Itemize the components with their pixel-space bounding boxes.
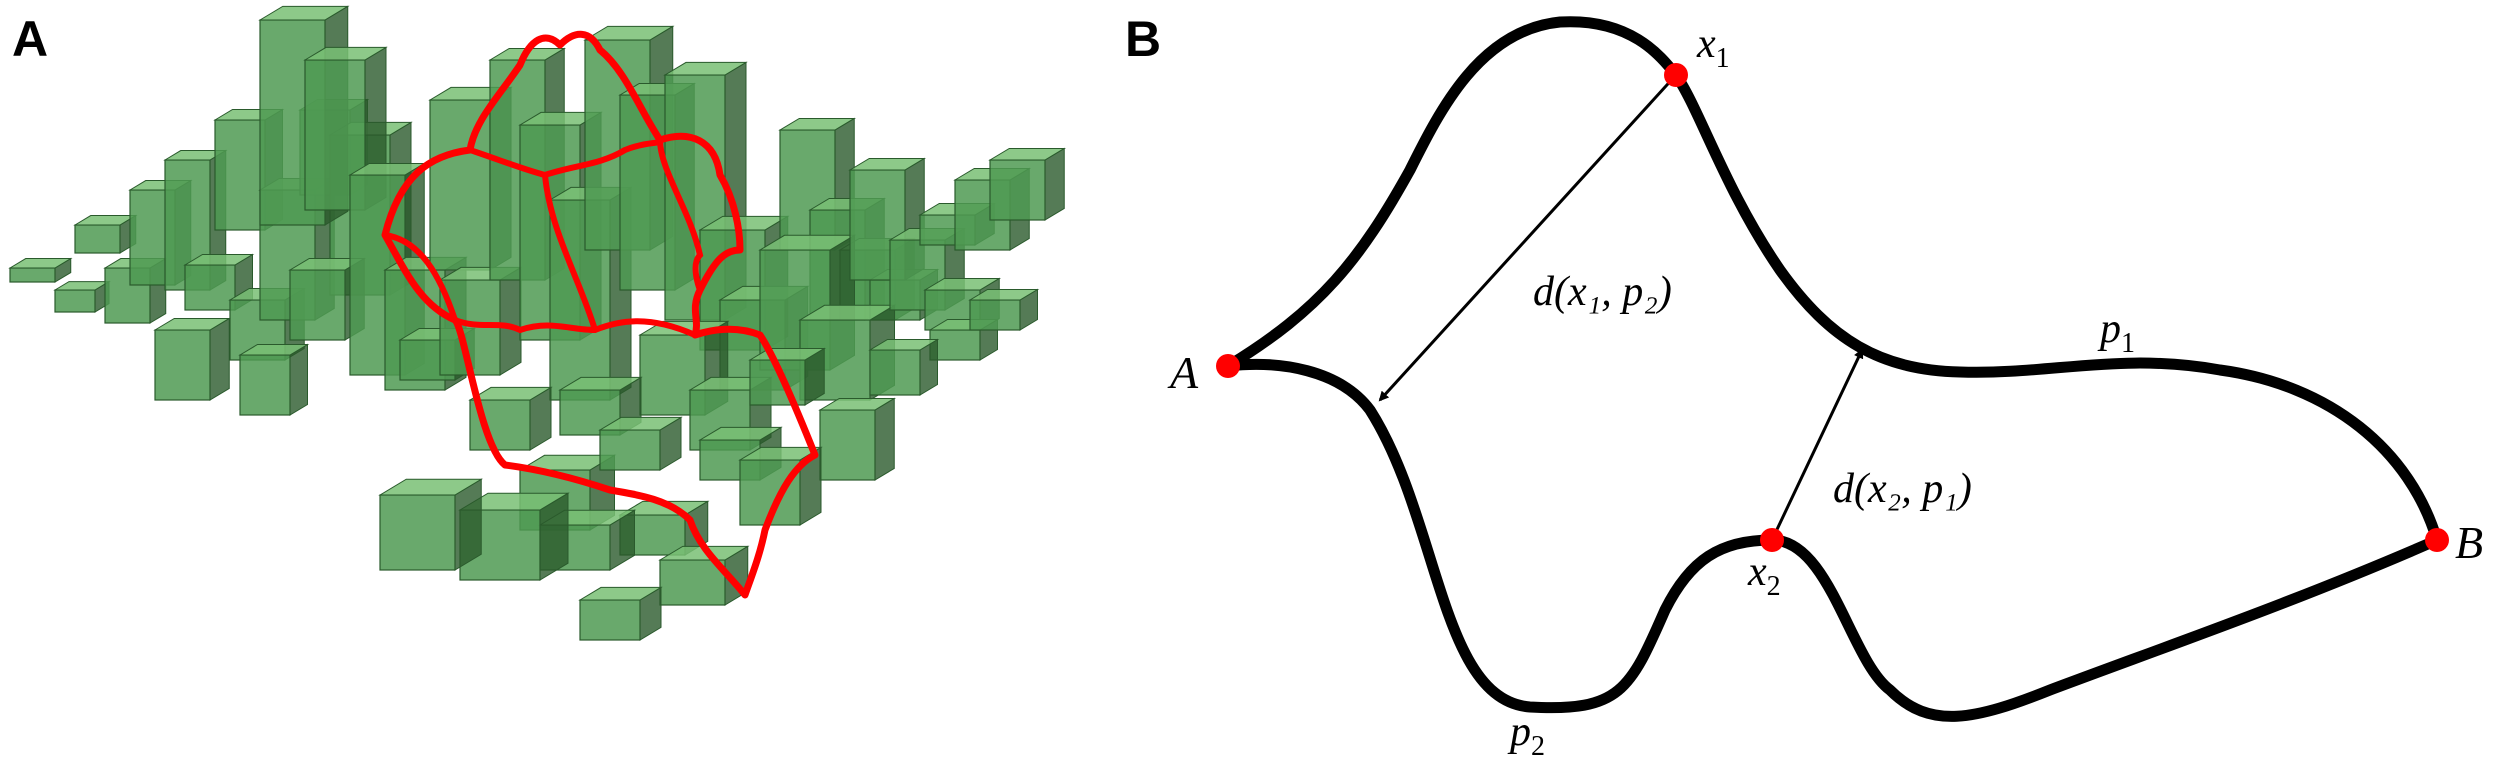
histogram-bar [53, 280, 111, 313]
bar-front-face [239, 354, 291, 416]
bar-top-face [303, 46, 388, 61]
red-surface-midline-4 [542, 172, 598, 333]
distance-arrow-d1 [1378, 73, 1678, 402]
label-p2: p2 [1507, 709, 1545, 762]
red-surface-midline-3 [657, 137, 704, 293]
histogram-bar [73, 214, 138, 254]
bar-front-face [929, 329, 981, 361]
bar-top-face [988, 147, 1067, 161]
bar-top-face [378, 478, 484, 496]
label-point-a: A [1167, 347, 1199, 398]
label-distance-d2: d(x₂, p₁) [1833, 466, 1972, 512]
distance-arrow-d2 [1770, 348, 1864, 541]
histogram-bar [658, 545, 750, 606]
bar-top-face [558, 376, 643, 391]
point-b-marker [2425, 528, 2449, 552]
bar-top-face [583, 25, 675, 41]
point-a-marker [1216, 354, 1240, 378]
label-x1: x1 [1696, 21, 1730, 74]
bar-front-face [869, 349, 921, 396]
histogram-bar [738, 446, 823, 526]
bar-top-face [698, 426, 783, 441]
histogram-bar [238, 343, 310, 416]
bar-top-face [598, 416, 683, 431]
panel-a-letter: A [12, 11, 49, 67]
bar-top-face [618, 500, 710, 516]
label-p1: p1 [2097, 306, 2135, 359]
bar-top-face [848, 157, 927, 171]
bar-front-face [599, 429, 661, 471]
bar-front-face [154, 329, 211, 401]
panel-b-letter: B [1125, 11, 1162, 67]
bar-top-face [8, 258, 73, 269]
bar-front-face [9, 267, 56, 283]
red-surface-midline-1 [382, 232, 698, 338]
panel-a-bar-histogram [8, 5, 1067, 641]
bar-front-face [659, 559, 726, 606]
bar-side-face [1044, 147, 1065, 221]
bar-side-face [499, 266, 522, 376]
bar-top-face [258, 5, 350, 21]
point-x2-marker [1760, 528, 1784, 552]
bar-front-face [289, 269, 346, 341]
bar-top-face [968, 289, 1040, 301]
histogram-bar [153, 317, 232, 401]
histogram-bar [968, 288, 1040, 331]
bar-top-face [183, 254, 255, 266]
red-surface-midline-2 [467, 137, 663, 179]
histogram-bar [598, 416, 683, 471]
bar-top-face [818, 397, 897, 411]
bar-front-face [819, 409, 876, 481]
bar-top-face [238, 344, 310, 356]
path-p1-curve [1222, 16, 2443, 546]
bar-top-face [658, 545, 750, 561]
histogram-bar [818, 397, 897, 481]
label-point-b: B [2455, 517, 2483, 568]
label-x2: x2 [1747, 549, 1781, 602]
bar-top-face [923, 277, 1002, 291]
panel-b-path-diagram: A B x1 x2 p1 p2 d(x₁, p₂) d(x₂, p₁) [1167, 16, 2483, 762]
bar-front-face [54, 289, 96, 313]
histogram-bar [988, 147, 1067, 221]
bar-top-face [468, 386, 553, 401]
bar-top-face [868, 339, 940, 351]
bar-side-face [874, 397, 895, 481]
label-distance-d1: d(x₁, p₂) [1533, 269, 1672, 315]
bar-side-face [209, 317, 230, 401]
bar-top-face [153, 317, 232, 331]
bar-front-face [559, 389, 621, 436]
histogram-bar [548, 186, 633, 401]
bar-front-face [969, 299, 1021, 331]
path-p2-curve [1222, 358, 2443, 722]
red-surface-outline [381, 30, 819, 599]
histogram-bar [378, 478, 484, 571]
bar-top-face [663, 61, 748, 76]
bar-front-face [214, 119, 266, 231]
bar-front-face [579, 599, 641, 641]
bar-top-face [578, 586, 663, 601]
bar-front-face [379, 494, 456, 571]
bar-top-face [738, 446, 823, 461]
point-x1-marker [1664, 63, 1688, 87]
histogram-bar [868, 338, 940, 396]
bar-side-face [289, 343, 308, 416]
bar-front-face [74, 224, 121, 254]
bar-front-face [184, 264, 236, 311]
histogram-bar [578, 586, 663, 641]
histogram-bar [8, 257, 73, 283]
bar-top-face [778, 117, 857, 131]
bar-front-face [989, 159, 1046, 221]
